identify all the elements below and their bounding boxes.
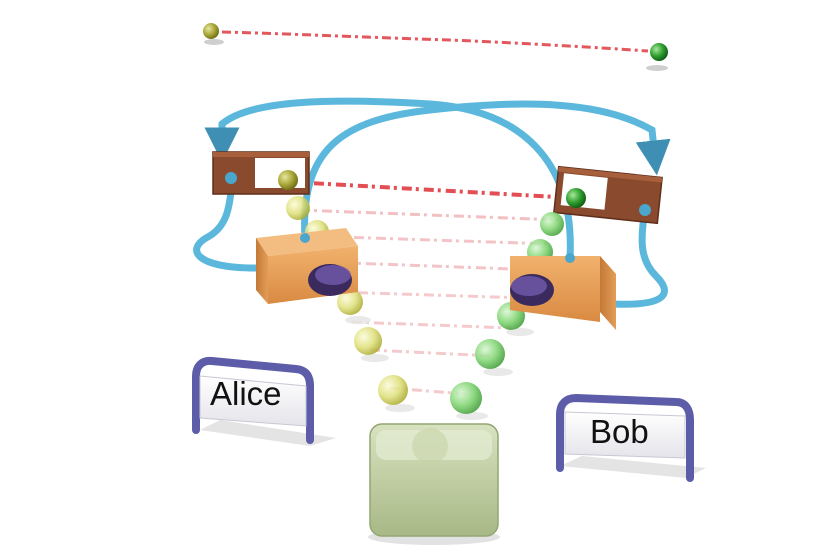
curved-fiber-icon <box>301 100 671 244</box>
entanglement-link-row-1 <box>291 180 575 200</box>
entanglement-link-row-7 <box>369 348 495 358</box>
particle-shadow <box>646 65 668 71</box>
entanglement-link-row-3 <box>309 234 553 246</box>
detector-box <box>368 423 500 545</box>
bob-photon <box>450 382 482 414</box>
photon-source-icon <box>510 256 616 330</box>
bob-photon <box>540 212 564 236</box>
alice-photon <box>286 196 310 220</box>
alice-memory-particle <box>278 170 298 190</box>
source-box-bob <box>510 256 616 330</box>
top-entangled-pair <box>203 23 668 71</box>
alice-photon <box>337 289 363 315</box>
bob-sign: Bob <box>556 393 706 482</box>
particle-shadow <box>204 39 224 45</box>
bob-label: Bob <box>590 413 649 450</box>
alice-label: Alice <box>210 375 282 412</box>
alice-photon <box>378 375 408 405</box>
fiber-connector <box>639 204 651 216</box>
quantum-memory-bob <box>553 165 663 225</box>
entanglement-link-row-4 <box>321 260 541 272</box>
entanglement-link-top <box>221 30 649 53</box>
bob-memory-particle <box>566 188 586 208</box>
fiber-connector <box>300 233 310 243</box>
entanglement-link-row-5 <box>335 290 527 300</box>
fiber-connector <box>225 172 237 184</box>
fiber-connector <box>565 253 575 263</box>
curved-fiber-icon <box>193 176 260 272</box>
alice-particle-top <box>203 23 219 39</box>
quantum-memory-alice <box>212 151 310 195</box>
entanglement-link-row-2 <box>299 208 561 222</box>
entanglement-link-row-6 <box>351 320 513 330</box>
bob-photon-chain <box>450 212 564 420</box>
curved-fiber-icon <box>610 206 668 308</box>
bell-measurement-box-icon <box>368 423 500 545</box>
alice-sign: Alice <box>192 356 336 446</box>
alice-photon <box>354 327 382 355</box>
entanglement-link-row-8 <box>389 386 467 396</box>
entanglement-links <box>291 180 575 396</box>
bob-photon <box>475 339 505 369</box>
bob-particle-top <box>650 43 668 61</box>
